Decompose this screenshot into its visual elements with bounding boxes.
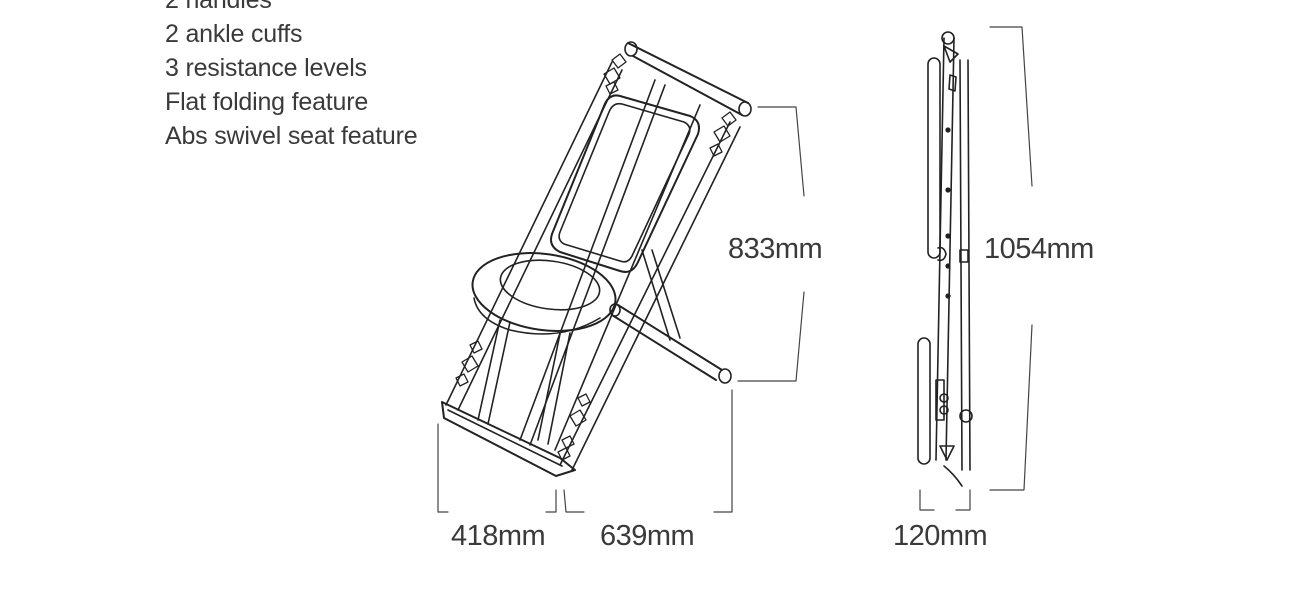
depth-dimension-label: 639mm (600, 520, 695, 552)
open-machine-drawing (441, 41, 752, 477)
feature-item: 2 ankle cuffs (165, 20, 303, 48)
feature-item: Abs swivel seat feature (165, 122, 418, 150)
dimension-lines (437, 26, 1033, 513)
width-dimension-label: 418mm (451, 520, 546, 552)
folded-machine-drawing (917, 31, 973, 487)
height-dimension-label: 833mm (728, 233, 823, 265)
feature-list: 2 handles 2 ankle cuffs 3 resistance lev… (165, 0, 418, 153)
feature-item: 2 handles (165, 0, 272, 14)
feature-item: 3 resistance levels (165, 54, 367, 82)
folded-depth-dimension-label: 120mm (893, 520, 988, 552)
folded-height-dimension-label: 1054mm (984, 233, 1094, 265)
feature-item: Flat folding feature (165, 88, 369, 116)
